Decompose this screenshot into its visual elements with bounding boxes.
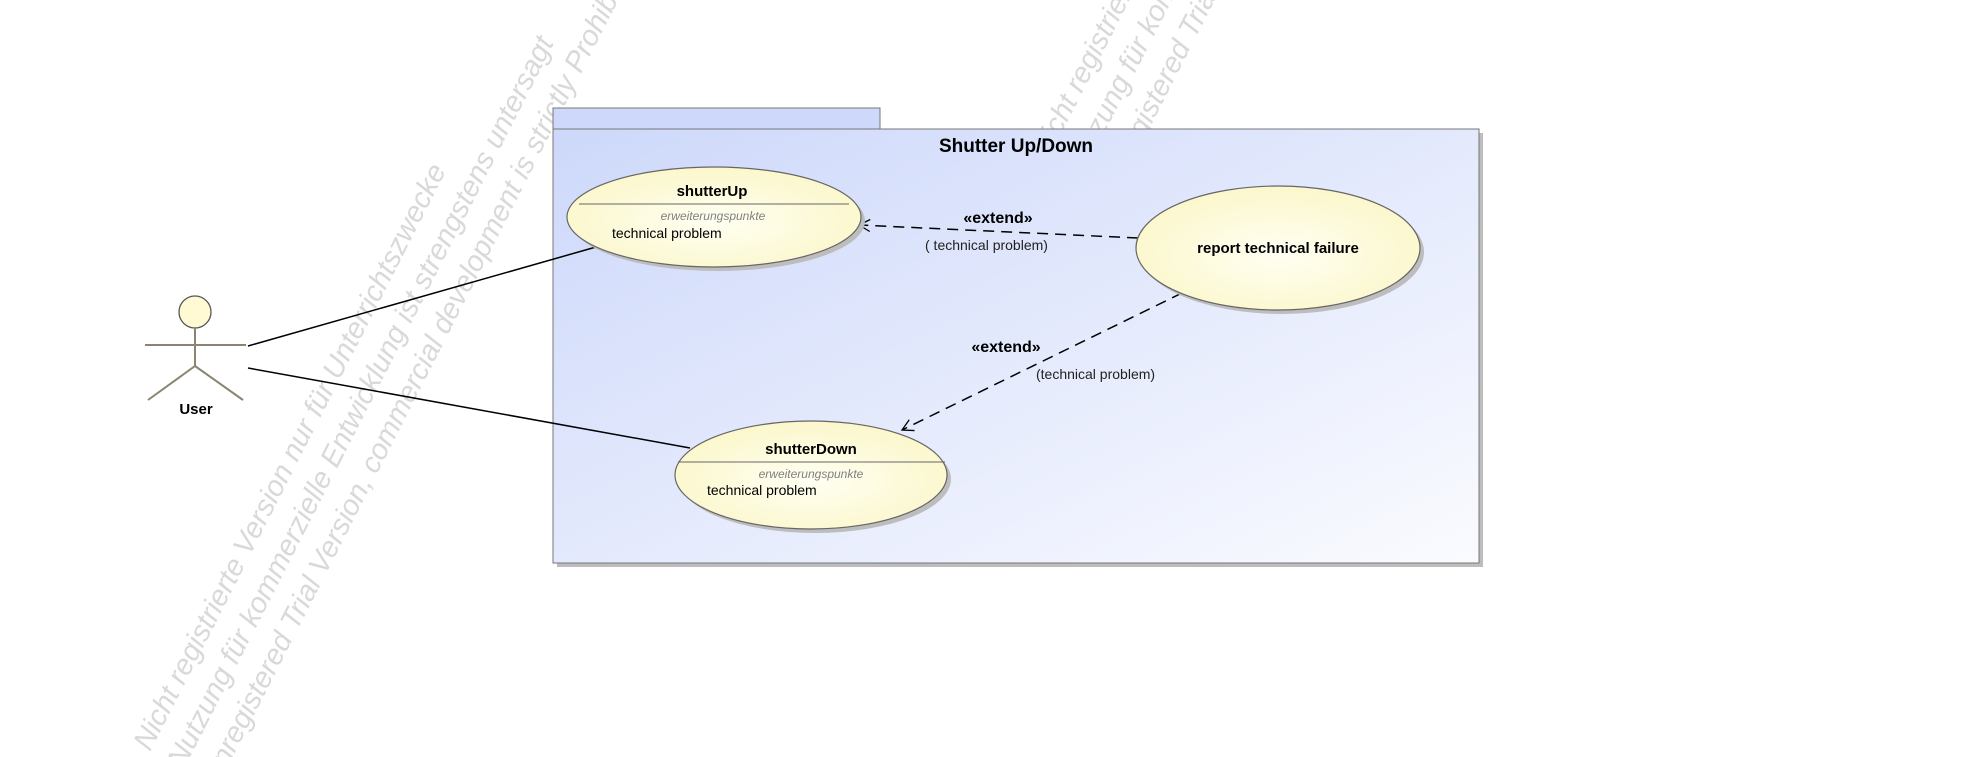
use-case-shutterdown-extension-points-label: erweiterungspunkte (759, 467, 864, 481)
use-case-shutterup-shape (566, 166, 862, 268)
use-case-shutterdown-title: shutterDown (765, 441, 857, 458)
actor-user[interactable]: User (145, 295, 246, 418)
actor-user-left-leg (147, 365, 196, 401)
extend-down-stereotype: «extend» (971, 339, 1040, 356)
use-case-shutterup[interactable]: shutterUp erweiterungspunkte technical p… (566, 166, 865, 271)
association-user-shutterup[interactable] (247, 246, 597, 347)
extend-up-stereotype: «extend» (963, 210, 1032, 227)
use-case-shutterup-extension-points-label: erweiterungspunkte (661, 209, 766, 223)
extend-arrow-to-shutterup[interactable] (857, 218, 1139, 239)
use-case-report-technical-failure[interactable]: report technical failure (1135, 185, 1424, 314)
use-case-shutterdown[interactable]: shutterDown erweiterungspunkte technical… (674, 420, 951, 533)
association-user-shutterdown[interactable] (247, 367, 691, 449)
actor-user-name: User (179, 401, 213, 418)
use-case-shutterdown-shape (674, 420, 948, 530)
package-tab (552, 107, 881, 131)
use-case-report-shape (1135, 185, 1421, 311)
use-case-shutterup-title: shutterUp (677, 183, 748, 200)
use-case-report-title: report technical failure (1197, 240, 1359, 257)
extend-up-condition: ( technical problem) (925, 237, 1048, 253)
package-title: Shutter Up/Down (939, 136, 1093, 157)
extend-arrow-to-shutterdown[interactable] (900, 292, 1183, 432)
use-case-shutterup-extension-point: technical problem (612, 225, 722, 241)
extend-down-condition: (technical problem) (1036, 366, 1155, 382)
actor-user-right-leg (194, 365, 244, 401)
watermark-left-line-1: Nicht registrierte Version nur für Unter… (128, 159, 453, 756)
watermark-left-line-2: Nutzung für kommerzielle Entwicklung ist… (162, 29, 562, 757)
actor-user-head (178, 295, 212, 329)
use-case-shutterdown-extension-point: technical problem (707, 482, 817, 498)
